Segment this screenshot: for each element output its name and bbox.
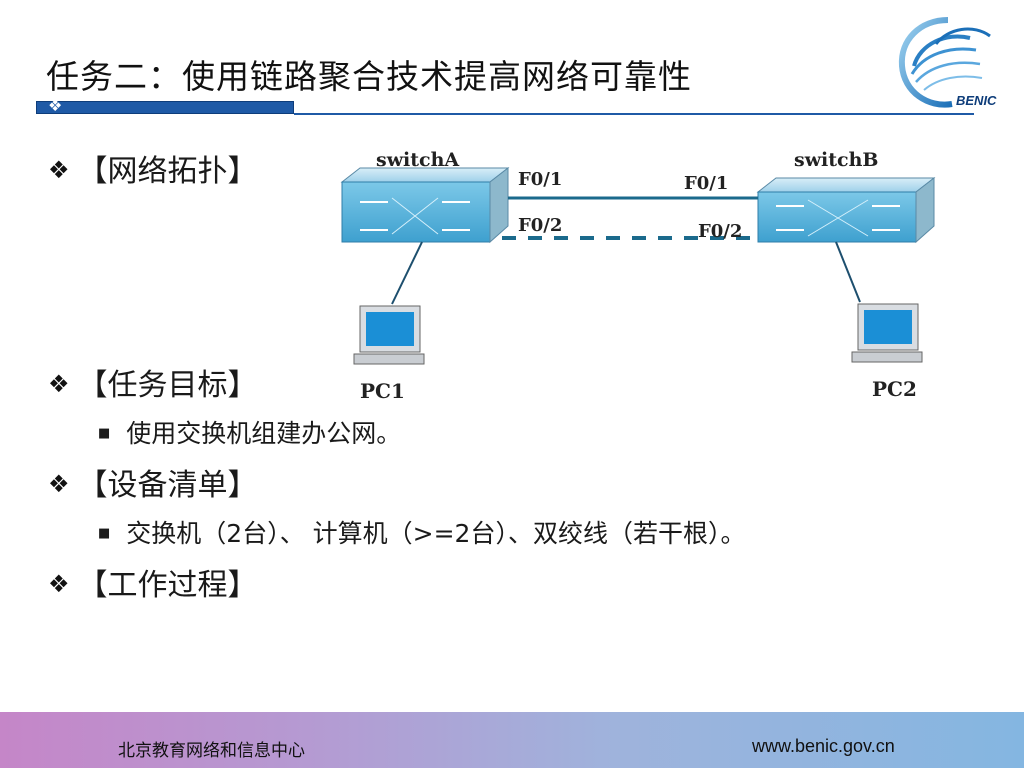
title-underline-line — [294, 113, 974, 115]
diamond-bullet-icon: ❖ — [48, 470, 70, 498]
pc2-icon — [851, 303, 923, 363]
switch-b-label: switchB — [794, 149, 879, 171]
benic-logo: BENIC — [898, 17, 997, 108]
bullet-label: 【网络拓扑】 — [77, 154, 258, 189]
link-pc1 — [391, 241, 423, 305]
port-a-f0-1-label: F0/1 — [518, 169, 562, 190]
pc1-icon — [353, 305, 425, 365]
diamond-bullet-icon: ❖ — [48, 156, 70, 184]
port-b-f0-1-label: F0/1 — [684, 173, 728, 194]
sub-bullet-task-goal: ■ 使用交换机组建办公网。 — [98, 414, 401, 450]
bullet-task-goal: ❖【任务目标】 — [48, 360, 258, 404]
sub-bullet-equipment: ■ 交换机（2台）、 计算机（>=2台）、双绞线（若干根）。 — [98, 514, 745, 550]
slide-title: 任务二：使用链路聚合技术提高网络可靠性 — [46, 57, 692, 96]
bullet-label: 【设备清单】 — [77, 468, 258, 503]
sub-bullet-label: 使用交换机组建办公网。 — [126, 419, 402, 448]
square-bullet-icon: ■ — [98, 526, 111, 541]
sub-bullet-label: 交换机（2台）、 计算机（>=2台）、双绞线（若干根）。 — [126, 519, 746, 548]
bullet-equipment-list: ❖【设备清单】 — [48, 460, 258, 504]
title-underline-bar — [36, 101, 294, 114]
network-topology-diagram: switchA switchB F0/1 F0/1 F0/2 F0/2 PC1 … — [340, 149, 936, 403]
footer-organization: 北京教育网络和信息中心 — [118, 741, 305, 761]
diamond-bullet-icon: ❖ — [48, 570, 70, 598]
bullet-label: 【工作过程】 — [77, 568, 258, 603]
bullet-label: 【任务目标】 — [77, 368, 258, 403]
pc1-label: PC1 — [360, 379, 405, 403]
bullet-network-topology: ❖【网络拓扑】 — [48, 146, 258, 190]
logo-text: BENIC — [956, 93, 997, 108]
footer-bar: 北京教育网络和信息中心 www.benic.gov.cn — [0, 712, 1024, 768]
switch-a-icon — [340, 166, 510, 244]
pc2-label: PC2 — [872, 377, 917, 401]
port-b-f0-2-label: F0/2 — [698, 221, 742, 242]
port-a-f0-2-label: F0/2 — [518, 215, 562, 236]
diamond-ornament-icon: ❖ — [48, 96, 63, 115]
switch-a-label: switchA — [376, 149, 459, 171]
bullet-work-process: ❖【工作过程】 — [48, 560, 258, 604]
square-bullet-icon: ■ — [98, 426, 111, 441]
diamond-bullet-icon: ❖ — [48, 370, 70, 398]
footer-website: www.benic.gov.cn — [752, 736, 895, 756]
link-pc2 — [835, 241, 861, 303]
switch-b-icon — [756, 176, 936, 244]
